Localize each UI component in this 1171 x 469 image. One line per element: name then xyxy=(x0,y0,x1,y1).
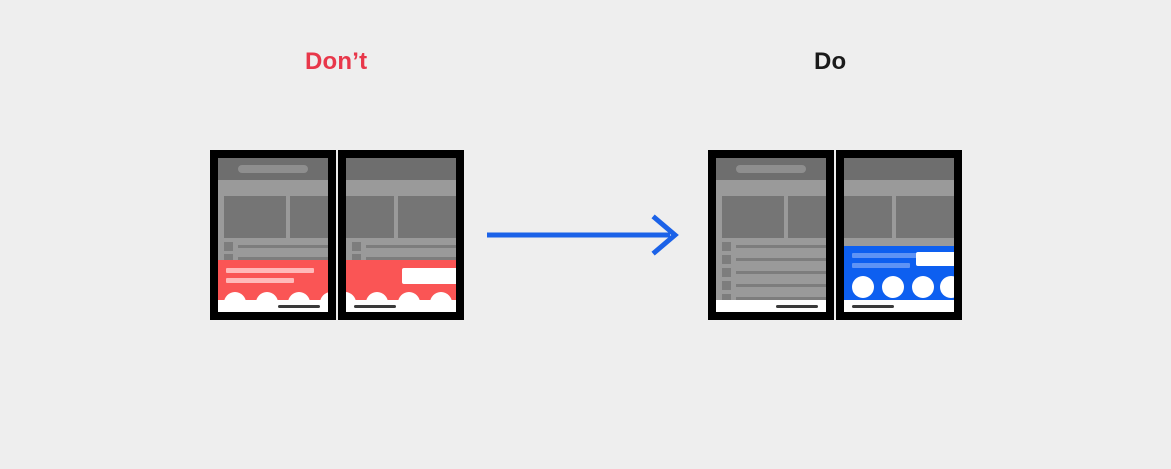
avatar-clipped xyxy=(320,292,328,300)
panel-text-line xyxy=(852,263,910,268)
avatar xyxy=(430,292,452,300)
dont-phone-left-screen xyxy=(218,158,328,312)
list-item xyxy=(224,242,328,251)
list-item xyxy=(722,268,826,277)
home-indicator-strip xyxy=(346,300,456,312)
text-line xyxy=(736,258,826,261)
primary-button[interactable] xyxy=(916,252,954,266)
text-line xyxy=(238,245,328,248)
text-line xyxy=(366,245,456,248)
thumbnail-icon xyxy=(352,254,361,263)
sub-header-bar xyxy=(844,180,954,194)
thumbnail-icon xyxy=(224,242,233,251)
content-block xyxy=(722,196,784,238)
list-item xyxy=(722,281,826,290)
avatar xyxy=(288,292,310,300)
do-label: Do xyxy=(814,48,847,75)
panel-text-line xyxy=(852,253,932,258)
avatar xyxy=(224,292,246,300)
avatar xyxy=(940,276,954,298)
action-panel xyxy=(346,260,456,300)
thumbnail-icon xyxy=(224,254,233,263)
thumbnail-icon xyxy=(722,294,731,303)
thumbnail-icon xyxy=(722,255,731,264)
sub-header-bar xyxy=(346,180,456,194)
do-phone-left-screen xyxy=(716,158,826,312)
avatar xyxy=(256,292,278,300)
transition-arrow-right xyxy=(485,213,683,262)
avatar xyxy=(398,292,420,300)
text-line xyxy=(366,257,456,260)
dont-label: Don’t xyxy=(305,48,368,75)
dont-device-pair xyxy=(210,150,464,320)
content-block xyxy=(896,196,954,238)
list-item xyxy=(722,242,826,251)
do-device-pair xyxy=(708,150,962,320)
home-indicator-strip xyxy=(844,300,954,312)
panel-text-line xyxy=(226,278,294,283)
sub-header-bar xyxy=(218,180,328,194)
avatar xyxy=(366,292,388,300)
search-pill xyxy=(735,165,807,173)
list-item xyxy=(722,294,826,303)
action-panel xyxy=(844,246,954,300)
do-phone-left xyxy=(708,150,834,320)
status-bar xyxy=(716,158,826,180)
content-block xyxy=(398,196,456,238)
dont-phone-right-screen xyxy=(346,158,456,312)
home-indicator xyxy=(852,305,894,308)
panel-text-line xyxy=(226,268,314,273)
avatar xyxy=(852,276,874,298)
action-panel xyxy=(218,260,328,300)
text-line xyxy=(736,245,826,248)
content-block xyxy=(346,196,394,238)
content-block xyxy=(224,196,286,238)
avatar xyxy=(882,276,904,298)
do-phone-right-screen xyxy=(844,158,954,312)
status-bar xyxy=(844,158,954,180)
home-indicator xyxy=(354,305,396,308)
list-item xyxy=(722,255,826,264)
home-indicator xyxy=(278,305,320,308)
thumbnail-icon xyxy=(722,281,731,290)
text-line xyxy=(736,271,826,274)
text-line xyxy=(238,257,328,260)
primary-button[interactable] xyxy=(402,268,456,284)
status-bar xyxy=(218,158,328,180)
list-item xyxy=(352,242,456,251)
dont-phone-right xyxy=(338,150,464,320)
dont-phone-left xyxy=(210,150,336,320)
avatar xyxy=(912,276,934,298)
content-block xyxy=(290,196,328,238)
home-indicator-strip xyxy=(218,300,328,312)
avatar-clipped xyxy=(346,292,356,300)
content-block xyxy=(844,196,892,238)
thumbnail-icon xyxy=(722,268,731,277)
content-block xyxy=(788,196,826,238)
text-line xyxy=(736,297,826,300)
search-pill xyxy=(237,165,309,173)
do-phone-right xyxy=(836,150,962,320)
list-item xyxy=(352,254,456,263)
thumbnail-icon xyxy=(352,242,361,251)
home-indicator-strip xyxy=(716,300,826,312)
text-line xyxy=(736,284,826,287)
list-item xyxy=(224,254,328,263)
thumbnail-icon xyxy=(722,242,731,251)
home-indicator xyxy=(776,305,818,308)
status-bar xyxy=(346,158,456,180)
sub-header-bar xyxy=(716,180,826,194)
